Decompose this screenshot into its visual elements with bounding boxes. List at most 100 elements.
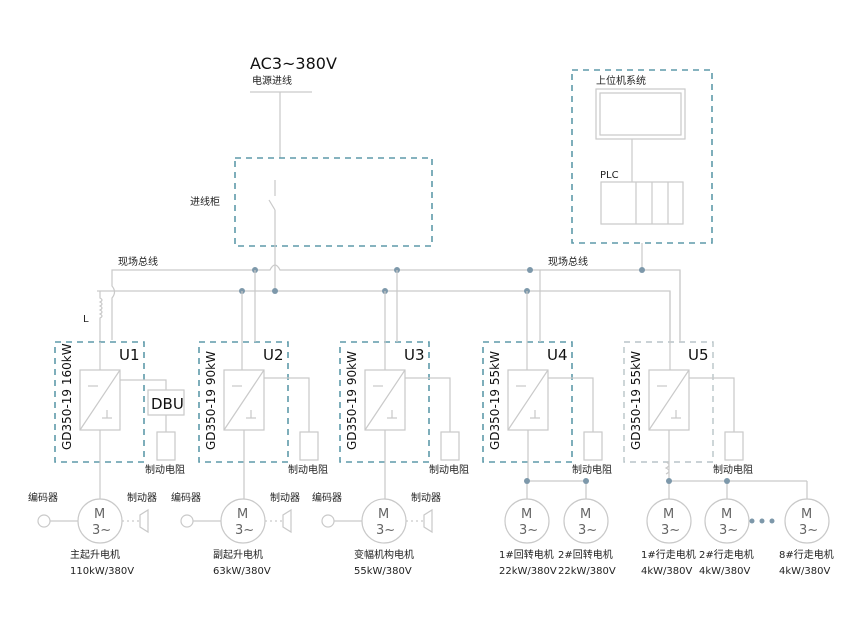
incoming-cabinet-label: 进线柜 xyxy=(190,195,220,208)
motor-rating: 110kW/380V xyxy=(70,566,134,577)
motor-rating: 4kW/380V xyxy=(779,566,830,577)
motor-symbol-3ph: 3~ xyxy=(719,523,738,538)
brake-resistor-label: 制动电阻 xyxy=(572,463,612,476)
motor-name: 1#行走电机 xyxy=(641,548,696,561)
brake-resistor-label: 制动电阻 xyxy=(429,463,469,476)
dbu-box xyxy=(147,389,185,416)
drive-unit-u2: U2GD350-19 90kW制动电阻M3~副起升电机63kW/380V编码器制… xyxy=(171,270,328,577)
encoder-icon xyxy=(180,514,194,528)
brake-resistor-icon xyxy=(440,431,460,461)
brake-resistor-label: 制动电阻 xyxy=(145,463,185,476)
junction-dot xyxy=(666,478,672,484)
motor-symbol-3ph: 3~ xyxy=(235,523,254,538)
brake-resistor-icon xyxy=(156,431,176,461)
inverter-icon xyxy=(364,369,406,431)
host-monitor-screen xyxy=(599,92,682,136)
brake-icon xyxy=(139,508,149,534)
motor-rating: 55kW/380V xyxy=(354,566,412,577)
dbu-link xyxy=(120,379,167,432)
incoming-cabinet-box xyxy=(234,157,433,247)
motor-symbol-m: M xyxy=(580,507,591,522)
motor-feed xyxy=(668,430,808,499)
motor-symbol-3ph: 3~ xyxy=(661,523,680,538)
host-system-box xyxy=(571,69,713,244)
plc-rack-icon xyxy=(600,181,684,225)
unit-id: U3 xyxy=(404,346,425,364)
motor-icon xyxy=(646,498,692,544)
motor-icon xyxy=(784,498,830,544)
brake-icon xyxy=(282,508,292,534)
brake-resistor-icon xyxy=(299,431,319,461)
fieldbus-label-left: 现场总线 xyxy=(118,255,158,268)
motor-symbol-3ph: 3~ xyxy=(799,523,818,538)
host-monitor-icon xyxy=(595,88,686,140)
brake-resistor-label: 制动电阻 xyxy=(713,463,753,476)
junction-dot xyxy=(583,478,589,484)
motor-icon xyxy=(704,498,750,544)
bus-junction-dot xyxy=(527,267,533,273)
inverter-icon xyxy=(223,369,265,431)
motor-symbol-3ph: 3~ xyxy=(519,523,538,538)
unit-id: U1 xyxy=(119,346,140,364)
brake-label: 制动器 xyxy=(270,491,300,504)
motor-icon xyxy=(504,498,550,544)
encoder-label: 编码器 xyxy=(28,491,58,504)
motor-name: 变幅机构电机 xyxy=(354,548,414,561)
ellipsis-dot xyxy=(749,518,755,524)
motor-symbol-m: M xyxy=(721,507,732,522)
resistor-link xyxy=(689,377,735,432)
motor-rating: 4kW/380V xyxy=(699,566,750,577)
motor-name: 主起升电机 xyxy=(70,548,120,561)
motor-feed xyxy=(526,430,587,499)
motor-rating: 22kW/380V xyxy=(558,566,616,577)
fieldbus-label-right: 现场总线 xyxy=(548,255,588,268)
host-label: 上位机系统 xyxy=(596,74,646,87)
unit-id: U5 xyxy=(688,346,709,364)
drive-model-label: GD350-19 160kW xyxy=(60,343,74,450)
encoder-label: 编码器 xyxy=(171,491,201,504)
inductor-icon xyxy=(98,291,103,342)
motor-name: 8#行走电机 xyxy=(779,548,834,561)
encoder-label: 编码器 xyxy=(312,491,342,504)
ellipsis-dot xyxy=(769,518,775,524)
brake-resistor-icon xyxy=(724,431,744,461)
inverter-icon xyxy=(507,369,549,431)
dbu-label: DBU xyxy=(151,395,184,413)
motor-symbol-m: M xyxy=(521,507,532,522)
resistor-link xyxy=(264,377,310,432)
motor-name: 2#回转电机 xyxy=(558,548,613,561)
brake-label: 制动器 xyxy=(411,491,441,504)
power-bus-line xyxy=(97,290,671,342)
source-label: 电源进线 xyxy=(252,74,292,87)
motor-icon xyxy=(563,498,609,544)
motor-name: 副起升电机 xyxy=(213,548,263,561)
motor-rating: 4kW/380V xyxy=(641,566,692,577)
source-voltage: AC3~380V xyxy=(250,54,337,73)
plc-label: PLC xyxy=(600,170,619,181)
brake-icon xyxy=(423,508,433,534)
ellipsis-dot xyxy=(759,518,765,524)
motor-name: 1#回转电机 xyxy=(499,548,554,561)
motor-name: 2#行走电机 xyxy=(699,548,754,561)
breaker-switch-icon xyxy=(268,180,276,291)
drive-model-label: GD350-19 90kW xyxy=(345,351,359,450)
unit-id: U4 xyxy=(547,346,568,364)
encoder-icon xyxy=(321,514,335,528)
brake-resistor-icon xyxy=(583,431,603,461)
motor-symbol-m: M xyxy=(663,507,674,522)
junction-dot xyxy=(524,478,530,484)
motor-rating: 63kW/380V xyxy=(213,566,271,577)
brake-resistor-label: 制动电阻 xyxy=(288,463,328,476)
brake-label: 制动器 xyxy=(127,491,157,504)
bus-junction-dot xyxy=(272,288,278,294)
resistor-link xyxy=(405,377,451,432)
junction-dot xyxy=(724,478,730,484)
encoder-icon xyxy=(37,514,51,528)
drive-model-label: GD350-19 90kW xyxy=(204,351,218,450)
fieldbus-line xyxy=(111,264,681,340)
motor-symbol-3ph: 3~ xyxy=(92,523,111,538)
